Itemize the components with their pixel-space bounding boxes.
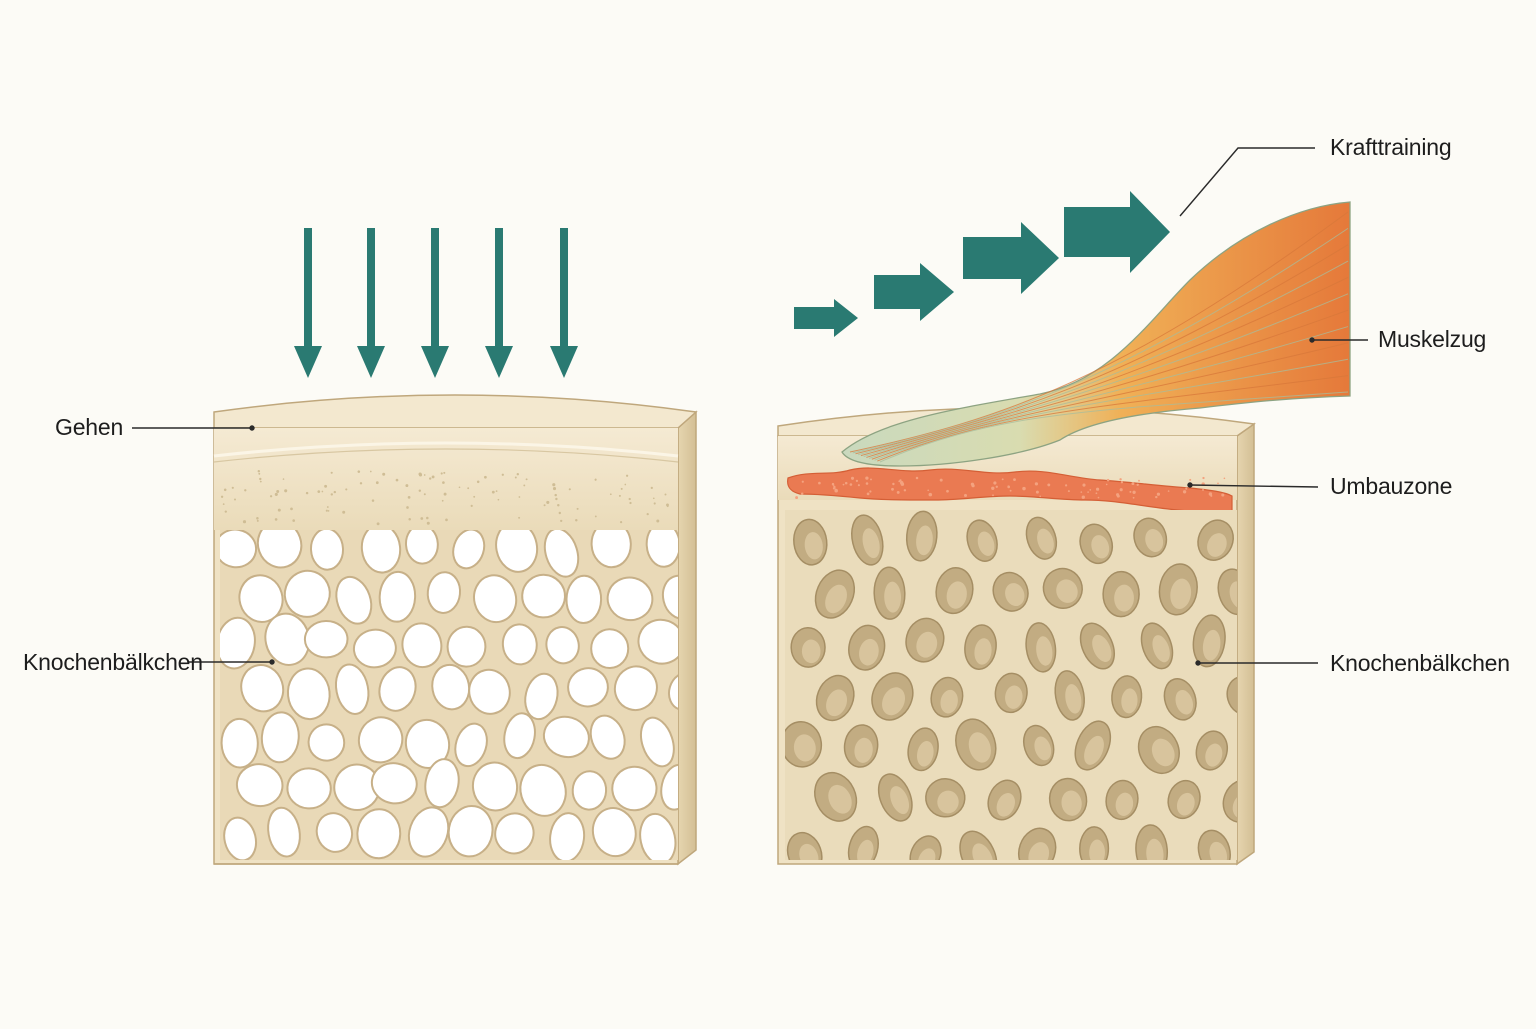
right-arrow-4: [1064, 191, 1170, 273]
muscle-tendon: [841, 201, 1351, 467]
right-arrow-1: [794, 299, 858, 337]
left-bone-top: [213, 394, 698, 429]
label-muskelzug: Muskelzug: [1378, 326, 1487, 352]
label-krafttraining: Krafttraining: [1330, 134, 1452, 160]
leader-umbauzone: [1189, 484, 1319, 488]
down-arrow-2: [357, 228, 385, 378]
down-arrow-1: [294, 228, 322, 378]
left-bone-block: [213, 394, 698, 866]
arrow-down-icon: [294, 228, 578, 378]
right-bone-side: [1236, 422, 1255, 866]
label-gehen: Gehen: [55, 414, 124, 440]
left-bone-side: [677, 410, 697, 866]
down-arrow-5: [550, 228, 578, 378]
left-cortex: [214, 428, 678, 530]
label-knochenbaelkchen-right: Knochenbälkchen: [1330, 650, 1510, 676]
down-arrow-3: [421, 228, 449, 378]
leader-krafttraining: [1179, 147, 1315, 217]
muscle-body: [841, 201, 1351, 467]
leader-lines: [132, 147, 1368, 666]
right-arrow-2: [874, 263, 954, 321]
label-umbauzone: Umbauzone: [1330, 473, 1453, 499]
right-arrow-3: [963, 222, 1059, 294]
label-knochenbaelkchen-left: Knochenbälkchen: [23, 649, 203, 675]
arrow-right-icon: [794, 191, 1170, 337]
down-arrow-4: [485, 228, 513, 378]
right-bone-block: [777, 406, 1256, 866]
